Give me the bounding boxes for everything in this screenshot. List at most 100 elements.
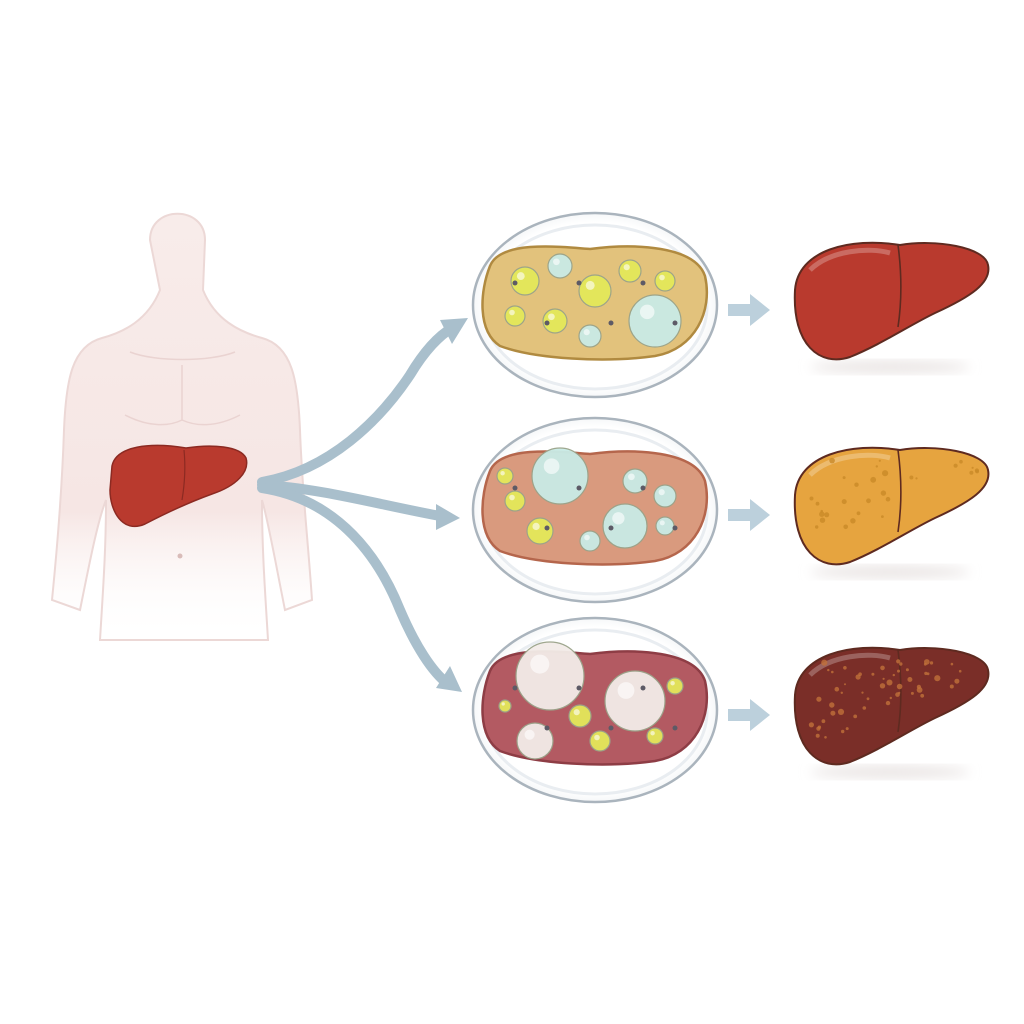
liver-texture-spot: [950, 662, 954, 666]
liver-texture-spot: [817, 725, 822, 729]
fat-droplet-highlight: [585, 280, 595, 290]
liver-texture-spot: [897, 669, 900, 673]
flow-arrowhead-top: [440, 318, 468, 344]
fat-droplet-highlight: [639, 304, 655, 320]
liver-texture-spot: [882, 470, 889, 477]
liver-texture-spot: [896, 683, 903, 690]
liver-texture-spot: [843, 524, 848, 530]
liver-texture-spot: [840, 691, 843, 694]
cell-dot: [608, 525, 614, 531]
liver-in-body-lobe-line: [181, 449, 186, 501]
transition-arrow: [728, 499, 770, 531]
liver-texture-spot: [895, 692, 900, 697]
liver-texture-spot: [889, 696, 892, 700]
fat-droplet-highlight: [594, 734, 600, 741]
liver-texture-spot: [949, 684, 954, 689]
liver-texture-spot: [910, 691, 914, 695]
fat-droplet-highlight: [659, 520, 665, 526]
liver-highlight: [808, 452, 891, 477]
human-body-figure: [50, 212, 314, 641]
fat-droplet-highlight: [670, 680, 675, 686]
fat-droplet: [666, 677, 684, 695]
liver-organ: [793, 241, 990, 361]
cell-dot: [576, 280, 582, 286]
liver-texture-spot: [862, 706, 867, 710]
liver-texture-spot: [841, 499, 847, 505]
liver-texture-spot: [842, 476, 846, 480]
fat-droplet: [504, 305, 526, 327]
liver-lobe-line: [897, 649, 902, 733]
fat-droplet: [654, 270, 676, 292]
liver-texture-spot: [834, 686, 840, 692]
fat-droplet-highlight: [623, 264, 630, 271]
liver-texture-spot: [915, 477, 918, 480]
fat-droplet-highlight: [553, 258, 560, 266]
transition-arrow: [728, 699, 770, 731]
fat-droplet: [504, 490, 526, 512]
torso-silhouette: [50, 212, 314, 641]
fat-droplet-highlight: [617, 682, 635, 699]
liver-texture-spot: [875, 465, 878, 468]
fat-droplet-highlight: [650, 730, 655, 736]
fat-droplet: [578, 274, 612, 308]
liver-texture-spot: [882, 677, 885, 680]
liver-texture-spot: [841, 729, 845, 734]
cell-dot: [640, 685, 646, 691]
fat-droplet-highlight: [532, 522, 540, 531]
liver-texture-spot: [858, 672, 862, 676]
fat-droplet-highlight: [530, 654, 550, 674]
liver-texture-spot: [899, 662, 903, 666]
liver-texture-spot: [905, 668, 909, 672]
fat-droplet: [628, 294, 682, 348]
fat-droplet-highlight: [612, 512, 625, 525]
liver-texture-spot: [878, 459, 881, 462]
liver-texture-spot: [916, 687, 923, 693]
fat-droplet-highlight: [500, 470, 505, 476]
fat-droplet: [579, 530, 601, 552]
fat-droplet-highlight: [659, 274, 665, 281]
fat-droplet: [496, 467, 514, 485]
liver-shadow: [810, 566, 970, 578]
fat-droplet-highlight: [584, 534, 590, 541]
cell-dot: [672, 725, 678, 731]
liver-texture-spot: [971, 466, 974, 469]
liver-texture-spot: [844, 683, 846, 686]
cell-dot: [544, 525, 550, 531]
liver-texture-spot: [816, 696, 822, 702]
liver-texture-spot: [954, 678, 960, 684]
liver-texture-spot: [853, 714, 858, 719]
liver-texture-spot: [907, 677, 913, 682]
liver-texture-spot: [924, 659, 930, 665]
fat-droplet-highlight: [509, 309, 515, 316]
fat-droplet-highlight: [501, 702, 505, 706]
cell-dot: [640, 485, 646, 491]
liver-texture-spot: [854, 482, 859, 487]
fat-droplet-highlight: [509, 494, 515, 501]
liver-texture-spot: [959, 459, 963, 464]
cell-dot: [544, 320, 550, 326]
cell-dot: [608, 725, 614, 731]
fat-droplet: [526, 517, 554, 545]
cell-dot: [640, 280, 646, 286]
liver-texture-spot: [815, 733, 820, 738]
liver-shadow: [810, 361, 970, 373]
fat-droplet-highlight: [583, 329, 590, 336]
liver-texture-spot: [886, 679, 893, 686]
liver-lobe-line: [897, 244, 902, 328]
liver-shadow: [810, 766, 970, 778]
flow-arrowheads: [436, 318, 468, 692]
fat-droplet: [618, 259, 642, 283]
liver-texture-spot: [843, 666, 847, 670]
fat-droplet: [515, 641, 585, 711]
liver-texture-spot: [819, 511, 825, 517]
liver-texture-spot: [896, 659, 901, 664]
collarbone-line: [129, 351, 236, 361]
liver-texture-spot: [871, 672, 875, 676]
liver-in-body: [109, 444, 248, 527]
fat-droplet: [655, 516, 675, 536]
liver-texture-spot: [850, 518, 856, 524]
fat-droplet-highlight: [628, 473, 635, 481]
fat-droplet: [547, 253, 573, 279]
flow-arrow-middle: [257, 480, 445, 521]
